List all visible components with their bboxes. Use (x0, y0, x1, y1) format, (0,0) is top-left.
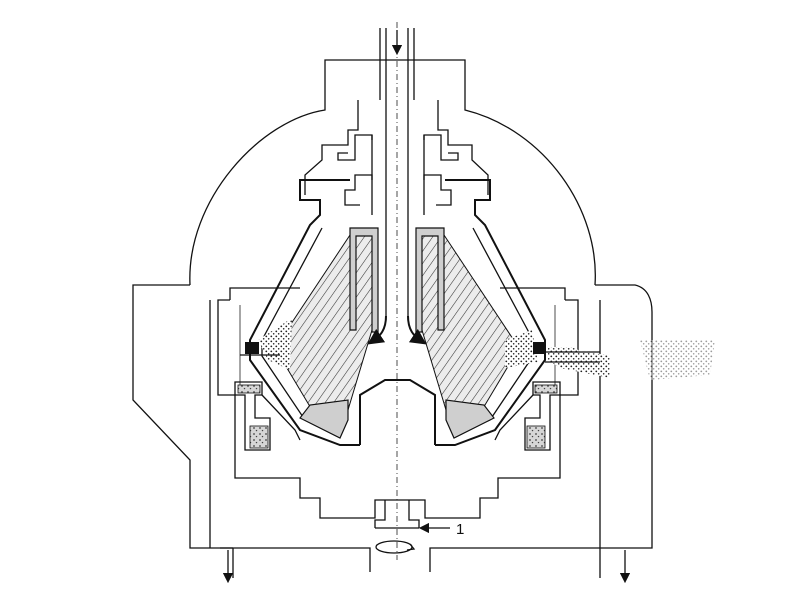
outer-housing (132, 59, 653, 578)
disc-stack-right (415, 227, 520, 439)
disc-stack-left (274, 227, 379, 439)
spindle (374, 500, 450, 554)
seal-left (234, 381, 301, 451)
bottom-outlet-arrows (222, 550, 631, 584)
flow-arrows (367, 315, 427, 345)
feed-pipe (379, 22, 415, 560)
solids-left (240, 318, 292, 370)
solids-right (505, 330, 715, 380)
bowl-neck (304, 100, 489, 215)
seal-right (494, 381, 561, 451)
inlet-feed-label: 1 (456, 521, 464, 538)
bowl-body (249, 179, 546, 446)
